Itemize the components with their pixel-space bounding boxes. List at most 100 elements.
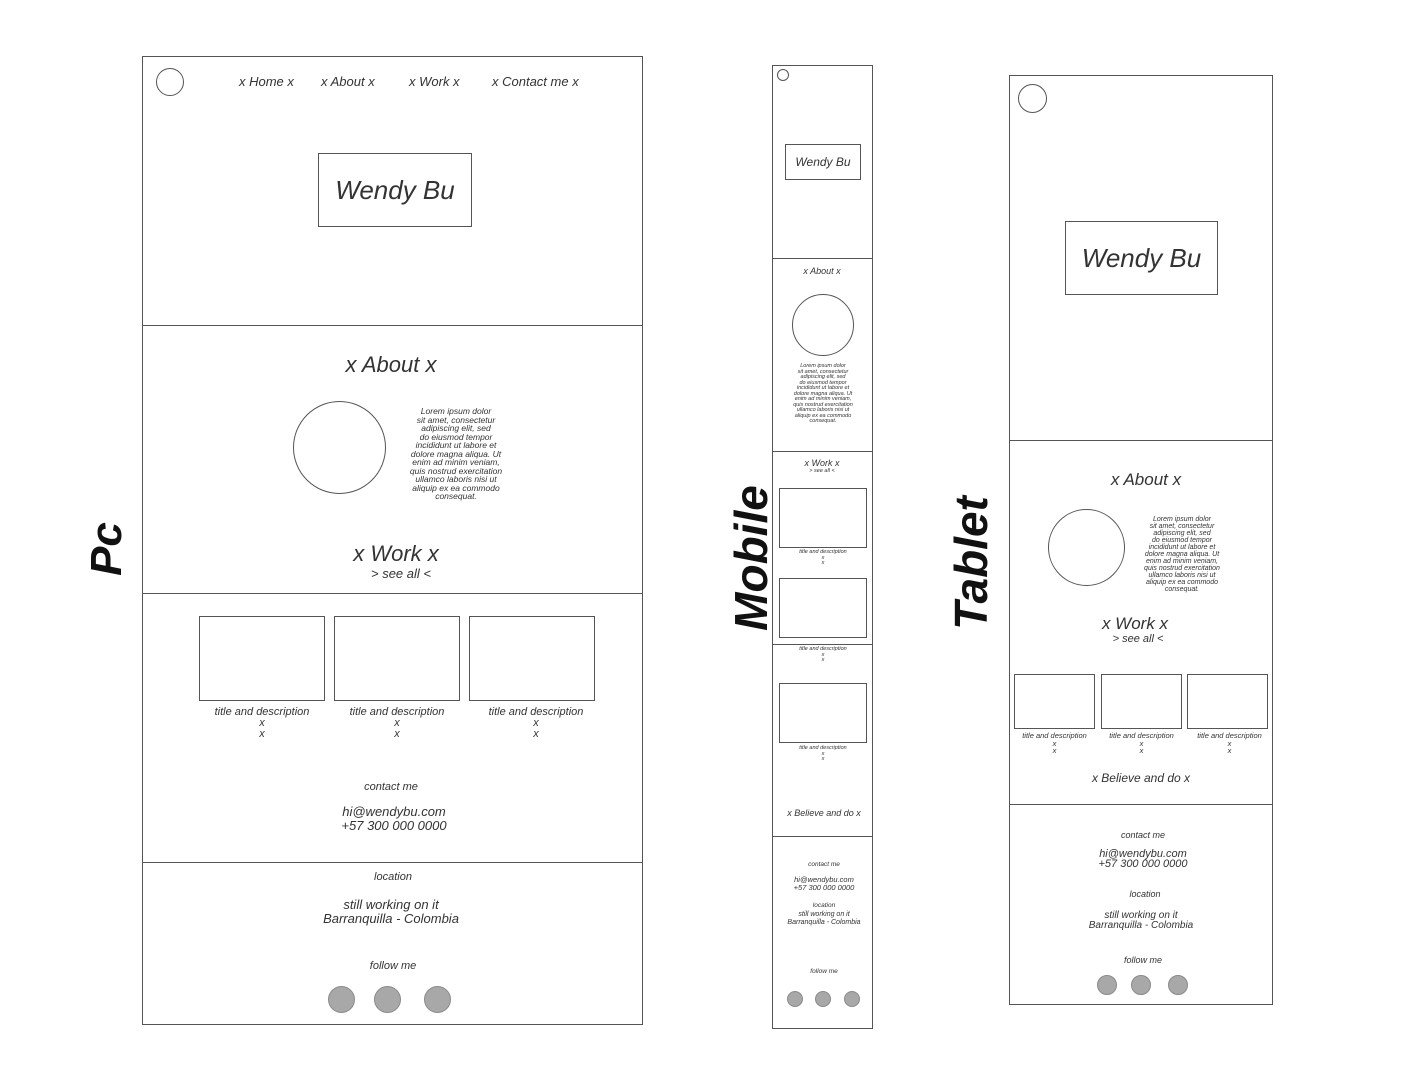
mobile-section-work — [773, 451, 872, 452]
mobile-section-work-2 — [773, 644, 872, 645]
pc-location-line2: Barranquilla - Colombia — [323, 911, 459, 926]
pc-nav-contact[interactable]: x Contact me x — [492, 74, 579, 89]
about-text-line: incididunt ut labore et — [796, 385, 850, 391]
tablet-about-heading: x About x — [1110, 470, 1182, 489]
tablet-social-icon-1[interactable] — [1097, 975, 1117, 995]
mobile-brand-box: Wendy Bu — [785, 144, 861, 180]
tablet-location-line1: still working on it — [1104, 910, 1178, 921]
tablet-social-icon-2[interactable] — [1131, 975, 1151, 995]
tablet-see-all-link[interactable]: > see all < — [1112, 633, 1164, 645]
tablet-location-heading: location — [1129, 889, 1161, 899]
mobile-social-icon-2[interactable] — [815, 991, 831, 1007]
pc-social-icon-1[interactable] — [328, 986, 355, 1013]
pc-nav-about[interactable]: x About x — [321, 74, 375, 89]
pc-work-card-3[interactable] — [469, 616, 595, 701]
pc-work-card-2[interactable] — [334, 616, 460, 701]
pc-label: Pc — [82, 522, 131, 576]
about-text-line: consequat. — [435, 491, 477, 501]
mobile-location-line2: Barranquilla - Colombia — [787, 919, 861, 926]
mobile-about-heading: x About x — [803, 266, 841, 276]
mobile-contact-phone: +57 300 000 0000 — [793, 883, 855, 892]
mobile-section-footer — [773, 836, 872, 837]
tablet-section-footer — [1010, 804, 1272, 805]
pc-social-icon-2[interactable] — [374, 986, 401, 1013]
about-text-line: Lorem ipsum dolor — [1153, 516, 1211, 523]
pc-social-icon-3[interactable] — [424, 986, 451, 1013]
about-text-line: enim ad minim veniam, — [1146, 558, 1218, 565]
about-text-line: dolore magna aliqua. Ut — [793, 390, 853, 397]
pc-see-all-link[interactable]: > see all < — [371, 566, 431, 581]
pc-contact-email[interactable]: hi@wendybu.com — [342, 804, 446, 819]
mobile-social-icon-3[interactable] — [844, 991, 860, 1007]
about-text-line: aliquip ex ea commodo — [412, 482, 500, 493]
mobile-label: Mobile — [725, 485, 777, 631]
pc-about-heading: x About x — [345, 352, 437, 377]
tablet-social-icon-3[interactable] — [1168, 975, 1188, 995]
pc-contact-phone: +57 300 000 0000 — [341, 818, 447, 833]
about-text-line: dolore magna aliqua. Ut — [410, 448, 502, 459]
about-text-line: adipiscing elit, sed — [800, 374, 846, 380]
pc-follow-heading: follow me — [369, 960, 417, 972]
tablet-contact-email[interactable]: hi@wendybu.com — [1099, 848, 1187, 860]
tablet-work-heading: x Work x — [1101, 614, 1169, 633]
mobile-contact-heading: contact me — [808, 861, 840, 868]
pc-section-about — [143, 325, 642, 326]
tablet-work-card-2[interactable] — [1101, 674, 1182, 729]
about-text-line: incididunt ut labore et — [415, 440, 497, 450]
mobile-follow-heading: follow me — [810, 968, 838, 975]
pc-location-heading: location — [374, 871, 412, 883]
about-text-line: sit amet, consectetur — [797, 368, 849, 375]
mobile-work-card-1[interactable] — [779, 488, 867, 548]
tablet-about-photo — [1048, 509, 1125, 586]
mobile-contact-email[interactable]: hi@wendybu.com — [794, 875, 854, 884]
about-text-line: quis nostrud exercitation — [409, 465, 503, 476]
about-text-line: aliquip ex ea commodo — [794, 412, 852, 419]
mobile-work-card-3[interactable] — [779, 683, 867, 743]
mobile-brand-name: Wendy Bu — [795, 155, 851, 169]
pc-work-card-1[interactable] — [199, 616, 325, 701]
pc-section-footer — [143, 862, 642, 863]
tablet-brand-name: Wendy Bu — [1081, 242, 1202, 273]
mobile-logo-icon[interactable] — [777, 69, 789, 81]
about-text-line: aliquip ex ea commodo — [1146, 579, 1218, 586]
pc-brand-box: Wendy Bu — [318, 153, 472, 227]
about-text-line: sit amet, consectetur — [1149, 523, 1215, 530]
tablet-logo-icon[interactable] — [1018, 84, 1047, 113]
pc-nav-work[interactable]: x Work x — [409, 74, 460, 89]
pc-contact-heading: contact me — [364, 781, 418, 793]
about-text-line: ullamco laboris nisi ut — [415, 474, 497, 484]
tablet-work-card-3[interactable] — [1187, 674, 1268, 729]
tablet-contact-phone: +57 300 000 0000 — [1098, 858, 1188, 870]
about-text-line: do eiusmod tempor — [799, 379, 847, 386]
mobile-social-icon-1[interactable] — [787, 991, 803, 1007]
mobile-believe-text: x Believe and do x — [787, 808, 861, 818]
about-text-line: enim ad minim veniam, — [412, 457, 500, 467]
tablet-work-card-1[interactable] — [1014, 674, 1095, 729]
pc-logo-icon[interactable] — [156, 68, 184, 96]
pc-location-line1: still working on it — [343, 897, 439, 912]
about-text-line: sit amet, consectetur — [416, 414, 496, 425]
tablet-label: Tablet — [945, 496, 997, 630]
tablet-follow-heading: follow me — [1123, 955, 1162, 965]
pc-section-work — [143, 593, 642, 594]
about-text-line: dolore magna aliqua. Ut — [1144, 551, 1220, 558]
about-text-line: quis nostrud exercitation — [793, 401, 853, 408]
mobile-location-heading: location — [812, 902, 836, 909]
mobile-see-all-link[interactable]: > see all < — [809, 468, 835, 474]
about-text-line: do eiusmod tempor — [1152, 537, 1212, 544]
about-text-line: consequat. — [1164, 586, 1200, 593]
pc-nav-home[interactable]: x Home x — [239, 74, 294, 89]
mobile-work-card-2[interactable] — [779, 578, 867, 638]
